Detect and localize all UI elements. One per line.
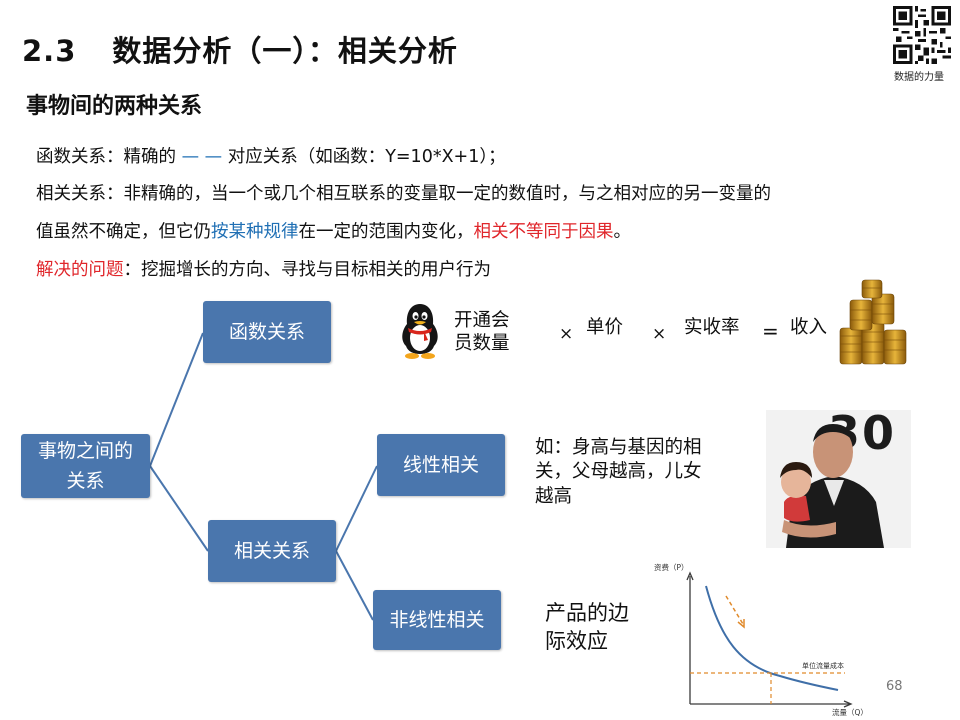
marginal-curve-chart: 资费（P） 流量（Q） 单位流量成本 — [654, 562, 868, 717]
qr-code-icon — [893, 6, 951, 64]
text-segment: 在一定的范围内变化， — [298, 222, 474, 242]
times-symbol: × — [652, 324, 667, 344]
linear-example-line2: 关，父母越高，儿女 — [535, 461, 702, 483]
chart-annotation: 单位流量成本 — [802, 661, 844, 670]
curve-line — [705, 585, 839, 691]
text-line-correlation: 相关关系：非精确的，当一个或几个相互联系的变量取一定的数值时，与之相对应的另一变… — [36, 184, 771, 204]
connector-root-correlation — [149, 465, 209, 552]
correlation-node: 相关关系 — [208, 520, 336, 582]
section-title: 数据分析（一）：相关分析 — [112, 34, 458, 68]
root-label-line1: 事物之间的 — [37, 439, 133, 462]
root-label-line2: 关系 — [66, 470, 105, 492]
qr-caption: 数据的力量 — [894, 72, 944, 83]
trend-arrow — [725, 595, 744, 625]
linear-example-text: 如：身高与基因的相 关，父母越高，儿女 越高 — [535, 436, 702, 509]
connector-root-functional — [149, 332, 204, 467]
revenue-label: 收入 — [790, 317, 828, 338]
page-number: 68 — [886, 679, 903, 694]
member-line1: 开通会 — [454, 310, 510, 331]
text-segment: 值虽然不确定，但它仍 — [36, 222, 211, 242]
nonlinear-node: 非线性相关 — [373, 590, 501, 650]
text-line-problem: 解决的问题：挖掘增长的方向、寻找与目标相关的用户行为 — [36, 256, 491, 281]
text-segment: ：挖掘增长的方向、寻找与目标相关的用户行为 — [123, 260, 492, 280]
people-illustration — [780, 424, 884, 548]
section-subtitle: 事物间的两种关系 — [26, 94, 203, 119]
linear-example-line1: 如：身高与基因的相 — [535, 437, 702, 458]
equals-symbol: = — [762, 319, 779, 343]
highlight-red: 解决的问题 — [36, 260, 124, 280]
member-count-label: 开通会 员数量 — [454, 309, 510, 355]
root-node-label: 事物之间的关系 — [38, 436, 133, 497]
dash-mark: — — — [181, 147, 223, 167]
times-symbol: × — [559, 324, 574, 344]
linear-example-line3: 越高 — [535, 485, 573, 507]
price-label: 单价 — [586, 317, 624, 338]
functional-node: 函数关系 — [203, 301, 331, 363]
trend-arrowhead — [737, 619, 745, 629]
nonlinear-example-line1: 产品的边 — [545, 601, 629, 625]
text-line-functional: 函数关系：精确的 — — 对应关系（如函数：Y=10*X+1）； — [36, 143, 506, 168]
chart-ylabel: 资费（P） — [654, 562, 689, 572]
connector-correlation-nonlinear — [335, 550, 374, 621]
family-photo: 30 — [766, 406, 911, 548]
x-axis-arrow — [843, 700, 853, 708]
text-segment: 函数关系：精确的 — [36, 147, 182, 167]
collection-rate-label: 实收率 — [684, 317, 740, 338]
text-segment: 。 — [613, 222, 632, 242]
root-node: 事物之间的关系 — [21, 434, 150, 498]
linear-node: 线性相关 — [377, 434, 505, 496]
y-axis-arrow — [686, 571, 694, 581]
section-number: 2.3 — [22, 34, 77, 68]
text-line-correlation-2: 值虽然不确定，但它仍按某种规律在一定的范围内变化，相关不等同于因果。 — [36, 218, 631, 243]
member-line2: 员数量 — [454, 333, 510, 355]
coin-stack-icon — [839, 279, 907, 365]
connector-correlation-linear — [335, 465, 378, 552]
page-title: 2.3 数据分析（一）：相关分析 — [22, 28, 458, 70]
nonlinear-example-text: 产品的边 际效应 — [545, 600, 629, 655]
qq-penguin-icon — [402, 304, 438, 359]
nonlinear-example-line2: 际效应 — [545, 628, 608, 653]
highlight-red: 相关不等同于因果 — [473, 222, 614, 242]
highlight-blue: 按某种规律 — [211, 222, 299, 242]
text-segment: 对应关系（如函数：Y=10*X+1）； — [222, 147, 506, 167]
chart-xlabel: 流量（Q） — [832, 707, 868, 717]
